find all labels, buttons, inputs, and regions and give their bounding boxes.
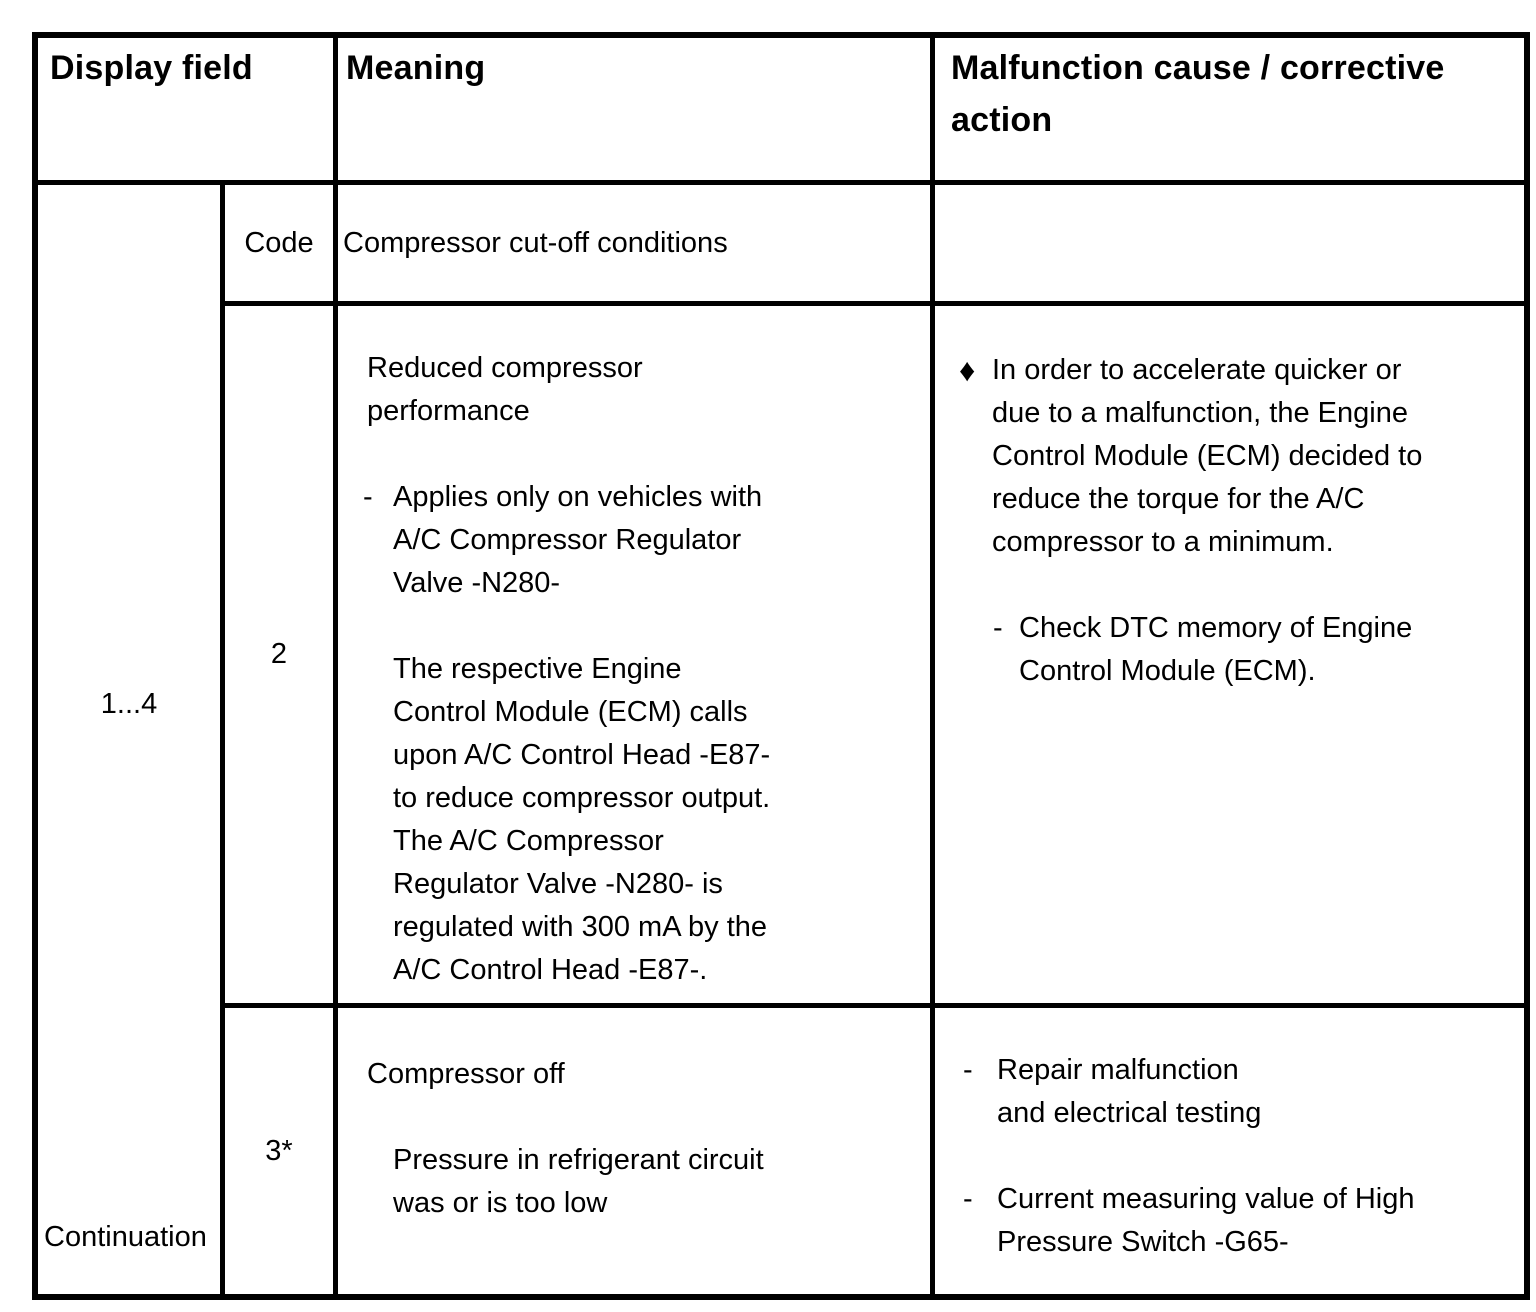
divider-code-meaning xyxy=(333,38,338,1294)
dash-bullet-icon: - xyxy=(993,612,1003,644)
code-label: Code xyxy=(244,226,314,259)
dash-bullet-icon: - xyxy=(963,1054,973,1086)
divider-row1-bottom xyxy=(220,301,1524,306)
cell-code-2: 2 xyxy=(225,306,333,1003)
header-display-field: Display field xyxy=(38,38,333,180)
header-meaning: Meaning xyxy=(338,38,930,180)
cell-code-3: 3* xyxy=(225,1008,333,1294)
cell-code-meaning: Compressor cut-off conditions xyxy=(338,185,930,301)
diagnostic-table: Display field Meaning Malfunction cause … xyxy=(32,32,1530,1300)
divider-display-code xyxy=(220,180,225,1294)
divider-row2-bottom xyxy=(220,1003,1524,1008)
code-3-value: 3* xyxy=(265,1134,293,1167)
header-meaning-label: Meaning xyxy=(346,49,486,87)
code-2-value: 2 xyxy=(270,638,288,670)
paragraph-lines: Compressor off xyxy=(367,1058,565,1090)
divider-header-bottom xyxy=(38,180,1524,185)
divider-meaning-cause xyxy=(930,38,935,1294)
cell-code-label: Code xyxy=(225,185,333,301)
display-field-column: 1...4 Continuation xyxy=(38,185,220,1294)
header-display-field-label: Display field xyxy=(50,49,253,87)
continuation-label: Continuation xyxy=(44,1221,207,1253)
diamond-bullet-icon: ♦ xyxy=(959,352,976,388)
display-field-range: 1...4 xyxy=(100,688,158,720)
dash-bullet-icon: - xyxy=(963,1183,973,1215)
paragraph: Compressor off xyxy=(367,1053,922,1096)
cell-code-cause-empty xyxy=(935,185,1524,301)
code-meaning-text: Compressor cut-off conditions xyxy=(343,226,728,259)
dash-bullet-icon: - xyxy=(363,481,373,513)
